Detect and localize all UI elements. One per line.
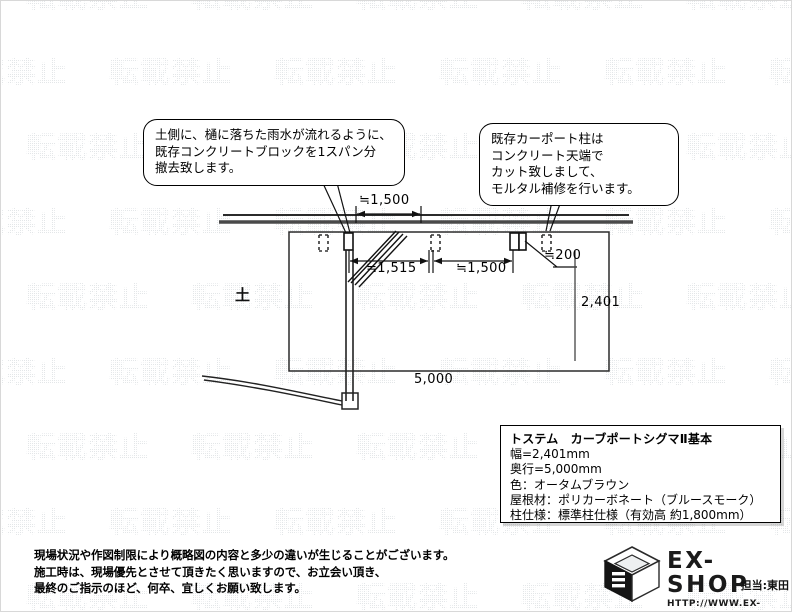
callout-right-line-4: モルタル補修を行います。 (491, 180, 640, 196)
spec-roof-material: 屋根材：ポリカーボネート（ブルースモーク） (510, 492, 762, 507)
callout-block-removal: 土側に、樋に落ちた雨水が流れるように、 既存コンクリートブロックを1スパン分 撤… (143, 119, 405, 186)
dim-label-eave: ≒200 (544, 248, 582, 263)
spec-color: 色：オータムブラウン (510, 477, 630, 492)
dim-mid-span (432, 250, 514, 273)
soil-side-label: 土 (235, 286, 251, 304)
callout-left-line-3: 撤去致します。 (155, 160, 242, 175)
logo-url: HTTP://WWW.EX-SHOP.NET (667, 599, 761, 609)
ground-line (201, 375, 343, 406)
dim-label-top-span: ≒1,500 (359, 193, 410, 208)
callout-right-line-1: 既存カーポート柱は (491, 131, 604, 146)
eave-leader (524, 240, 577, 268)
diagonal-brace (347, 230, 408, 288)
roof-beam (219, 214, 633, 224)
spec-width: 幅=2,401mm (510, 447, 590, 462)
ex-shop-logo: EX-SHOP HTTP://WWW.EX-SHOP.NET 担当:東田 (601, 543, 789, 609)
product-spec-box: トステム カーブポートシグマⅡ基本 幅=2,401mm 奥行=5,000mm 色… (500, 425, 781, 523)
footer: 現場状況や作図制限により概略図の内容と多少の違いが生じることがございます。 施工… (1, 541, 791, 611)
logo-brand-name: EX-SHOP (667, 548, 750, 598)
spec-product-name: トステム カーブポートシグマⅡ基本 (510, 432, 713, 446)
new-post-caps (343, 232, 527, 251)
main-post (341, 250, 359, 410)
logo-text-group: EX-SHOP HTTP://WWW.EX-SHOP.NET (667, 548, 789, 611)
spec-post-spec: 柱仕様：標準柱仕様（有効高 約1,800mm） (510, 508, 752, 523)
callout-right-line-3: カット致しまして、 (491, 164, 603, 179)
logo-staff-name: 担当:東田 (740, 579, 789, 592)
disclaimer-line-3: 最終のご指示のほど、何卒、宜しくお願い致します。 (34, 581, 306, 595)
disclaimer-text: 現場状況や作図制限により概略図の内容と多少の違いが生じることがございます。 施工… (34, 547, 455, 597)
dim-label-left-span: ≒1,515 (366, 261, 417, 276)
box-cube-icon (603, 546, 661, 603)
structure-outline (288, 231, 610, 372)
callout-left-line-1: 土側に、樋に落ちた雨水が流れるように、 (155, 127, 392, 142)
dim-label-depth: 5,000 (414, 372, 454, 387)
dim-left-span (348, 250, 430, 273)
callout-left-line-2: 既存コンクリートブロックを1スパン分 (155, 143, 377, 159)
dim-label-mid-span: ≒1,500 (456, 261, 507, 276)
spec-depth: 奥行=5,000mm (510, 462, 602, 477)
callout-post-cut: 既存カーポート柱は コンクリート天端で カット致しまして、 モルタル補修を行いま… (479, 123, 679, 206)
dim-label-height: 2,401 (581, 295, 621, 310)
existing-post-markers (318, 234, 552, 252)
disclaimer-line-2: 施工時は、現場優先とさせて頂きたく思いますので、お立会い頂き、 (34, 564, 387, 579)
disclaimer-line-1: 現場状況や作図制限により概略図の内容と多少の違いが生じることがございます。 (34, 548, 455, 562)
callout-right-line-2: コンクリート天端で (491, 147, 604, 163)
dim-top-span (355, 206, 422, 223)
